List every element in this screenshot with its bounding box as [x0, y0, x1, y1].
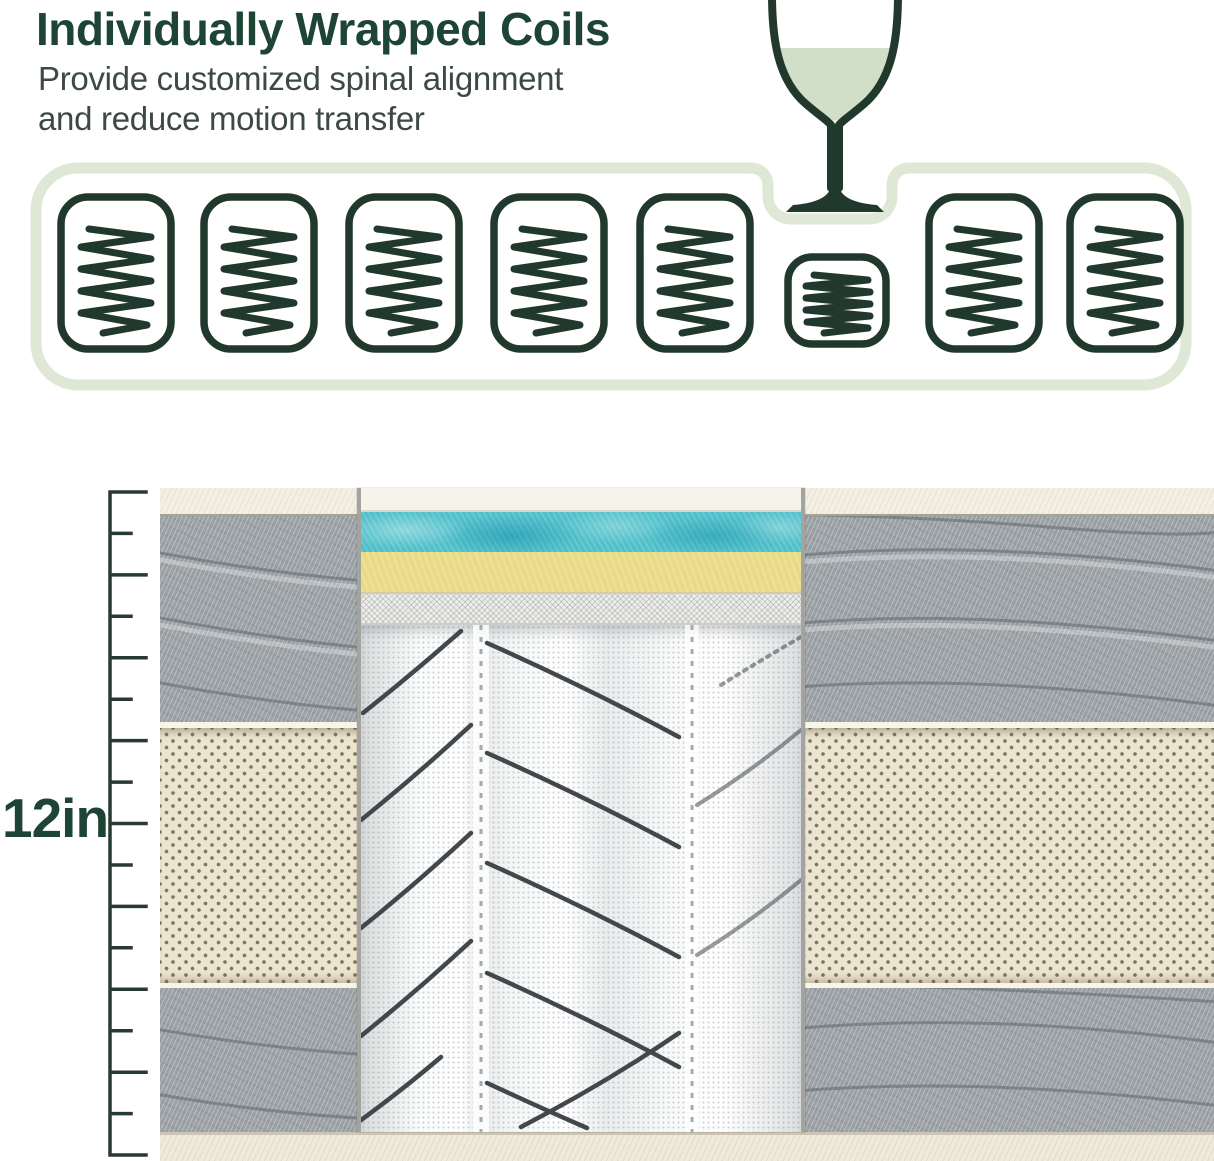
- coil-icon: [345, 193, 463, 353]
- wine-glass-base: [786, 184, 884, 212]
- coil-row-container: [30, 162, 1192, 391]
- comfort-foam-layer: [361, 552, 801, 594]
- compressed-coil-icon: [784, 253, 890, 348]
- cutaway-window: [357, 488, 805, 1132]
- mattress-cross-section: [160, 488, 1214, 1161]
- wine-glass-icon: [768, 0, 902, 212]
- subtitle-line-2: and reduce motion transfer: [38, 100, 425, 137]
- coil-icon: [636, 193, 754, 353]
- gel-foam-layer: [361, 512, 801, 552]
- coil-icon: [490, 193, 608, 353]
- pocket-coil-wires: [361, 625, 801, 1132]
- measurement-label: 12in: [2, 787, 109, 849]
- coil-row-illustration: [30, 0, 1192, 391]
- coil-icon: [57, 193, 175, 353]
- wine-liquid: [780, 48, 890, 121]
- base-cover-band: [160, 1132, 1214, 1161]
- coil-icon: [200, 193, 318, 353]
- pocket-coil-zone: [361, 625, 801, 1132]
- coil-icon: [925, 193, 1043, 353]
- window-top-trim: [361, 488, 801, 512]
- coil-icon: [1066, 193, 1184, 353]
- mesh-trim-band: [361, 594, 801, 625]
- height-ruler: [108, 490, 148, 1157]
- subtitle-line-1: Provide customized spinal alignment: [38, 60, 564, 97]
- page-title: Individually Wrapped Coils: [36, 3, 611, 55]
